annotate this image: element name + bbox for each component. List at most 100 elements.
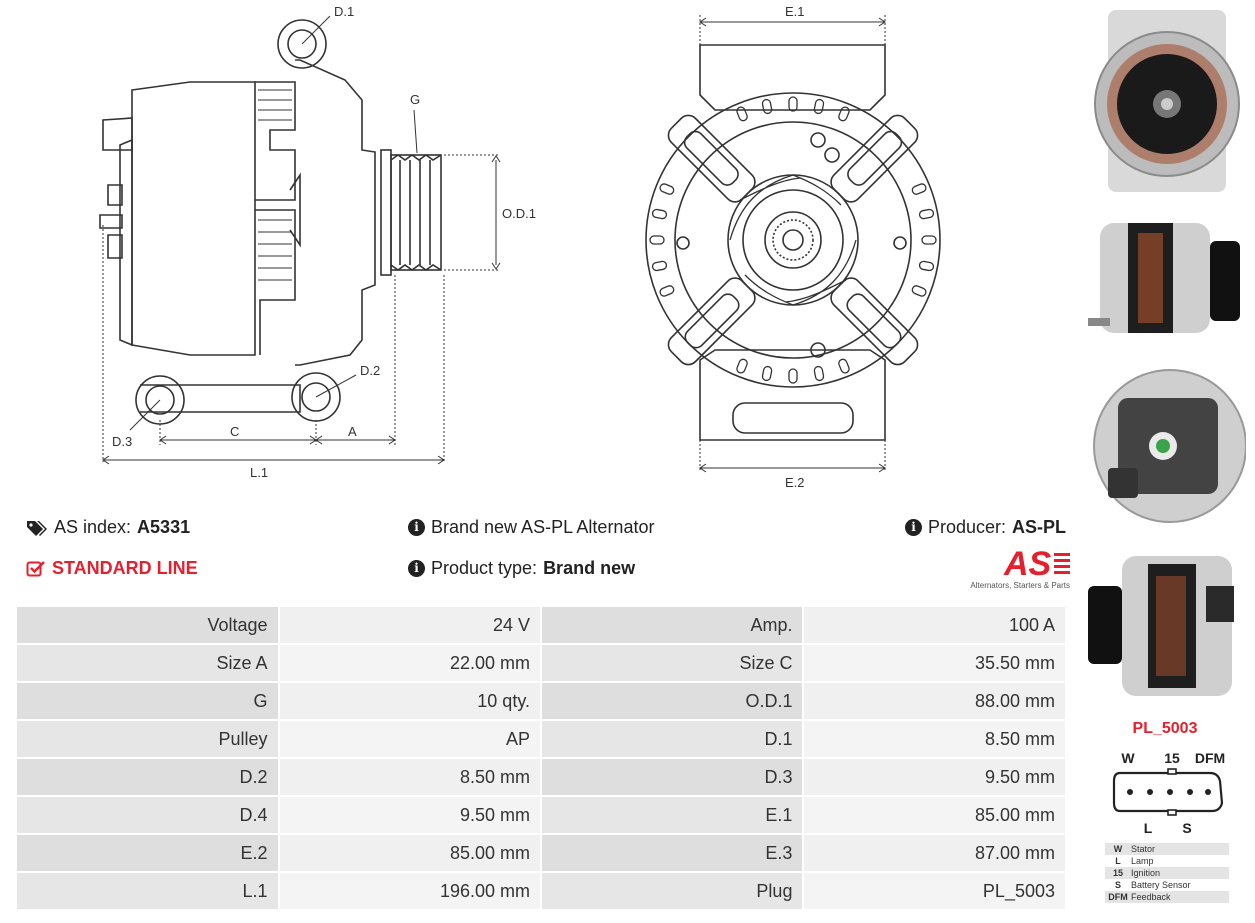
spec-value: PL_5003 (804, 873, 1065, 909)
label-d2: D.2 (360, 363, 380, 378)
product-title: Brand new AS-PL Alternator (431, 517, 655, 537)
producer-label: Producer: (928, 517, 1007, 537)
brand-logo-mark: AS (1003, 547, 1070, 579)
spec-key: D.2 (17, 759, 278, 795)
spec-value: 88.00 mm (804, 683, 1065, 719)
spec-value: 8.50 mm (804, 721, 1065, 757)
product-type-label: Product type: (431, 558, 538, 578)
spec-key: Pulley (17, 721, 278, 757)
label-e1: E.1 (785, 4, 805, 19)
spec-key: E.2 (17, 835, 278, 871)
product-photo-front (1094, 10, 1240, 192)
plug-code: PL_5003 (1132, 720, 1198, 737)
logo-text: AS (1003, 547, 1052, 579)
label-a: A (348, 424, 357, 439)
product-line-label: STANDARD LINE (52, 558, 198, 578)
product-photo-side (1088, 223, 1240, 333)
spec-value: 35.50 mm (804, 645, 1065, 681)
pin-legend-desc: Stator (1131, 843, 1229, 855)
spec-value: 24 V (279, 607, 540, 643)
spec-key: L.1 (17, 873, 278, 909)
plug-pin-top-2: 15 (1164, 750, 1180, 766)
product-line: STANDARD LINE (26, 558, 198, 579)
product-photo-back-side (1088, 556, 1234, 696)
spec-key: Size A (17, 645, 278, 681)
spec-value: 9.50 mm (279, 797, 540, 833)
info-icon: i (408, 519, 425, 536)
label-od1: O.D.1 (502, 206, 536, 221)
pin-legend-pin: DFM (1105, 891, 1131, 903)
spec-key: G (17, 683, 278, 719)
brand-logo: AS Alternators, Starters & Parts (962, 547, 1070, 593)
pin-legend-pin: L (1115, 856, 1121, 866)
pin-legend-desc: Battery Sensor (1131, 880, 1191, 890)
pin-legend-desc: Ignition (1131, 867, 1229, 879)
label-d1: D.1 (334, 4, 354, 19)
info-icon: i (905, 519, 922, 536)
plug-diagram: W 15 DFM L S (1112, 750, 1225, 836)
pin-legend-pin: 15 (1105, 867, 1131, 879)
spec-value: 8.50 mm (279, 759, 540, 795)
spec-value: 85.00 mm (804, 797, 1065, 833)
spec-key: D.1 (541, 721, 803, 757)
spec-value: 10 qty. (279, 683, 540, 719)
producer-row: i Producer: AS-PL (905, 517, 1066, 538)
label-d3: D.3 (112, 434, 132, 449)
as-index-label: AS index: (54, 517, 132, 537)
front-view-drawing: E.1 E.2 (645, 4, 941, 490)
label-l1: L.1 (250, 465, 268, 480)
spec-value: 9.50 mm (804, 759, 1065, 795)
pin-legend-row: S Battery Sensor (1105, 879, 1229, 891)
spec-value: 22.00 mm (279, 645, 540, 681)
producer-value: AS-PL (1012, 517, 1067, 537)
info-icon: i (408, 560, 425, 577)
plug-pin-top-3: DFM (1195, 750, 1225, 766)
spec-key: O.D.1 (541, 683, 803, 719)
as-index-value: A5331 (137, 517, 191, 537)
label-e2: E.2 (785, 475, 805, 490)
product-photo-rear (1093, 369, 1246, 523)
spec-key: E.1 (541, 797, 803, 833)
spec-value: 87.00 mm (804, 835, 1065, 871)
label-c: C (230, 424, 239, 439)
product-title-row: i Brand new AS-PL Alternator (408, 517, 654, 538)
pin-legend-desc: Lamp (1131, 856, 1154, 866)
spec-key: Size C (541, 645, 803, 681)
plug-pin-bottom-2: S (1182, 820, 1191, 836)
side-view-drawing: D.1 G O.D.1 D.2 D.3 C A L.1 (99, 4, 536, 480)
spec-key: D.3 (541, 759, 803, 795)
spec-value: 100 A (804, 607, 1065, 643)
as-index-row: AS index: A5331 (26, 517, 190, 538)
spec-key: E.3 (541, 835, 803, 871)
spec-key: D.4 (17, 797, 278, 833)
spec-key: Amp. (541, 607, 803, 643)
product-type-row: i Product type: Brand new (408, 558, 635, 579)
pin-legend-pin: S (1114, 880, 1121, 890)
spec-value: 196.00 mm (279, 873, 540, 909)
tags-icon (27, 520, 47, 536)
spec-value: AP (279, 721, 540, 757)
label-g: G (410, 92, 420, 107)
product-type-value: Brand new (543, 558, 636, 578)
plug-pin-bottom-1: L (1144, 820, 1153, 836)
checkbox-icon (26, 560, 45, 576)
spec-value: 85.00 mm (279, 835, 540, 871)
pin-legend-row: L Lamp (1105, 855, 1229, 867)
plug-pin-top-1: W (1121, 750, 1135, 766)
spec-key: Voltage (17, 607, 278, 643)
logo-tagline: Alternators, Starters & Parts (970, 581, 1070, 590)
spec-key: Plug (541, 873, 803, 909)
